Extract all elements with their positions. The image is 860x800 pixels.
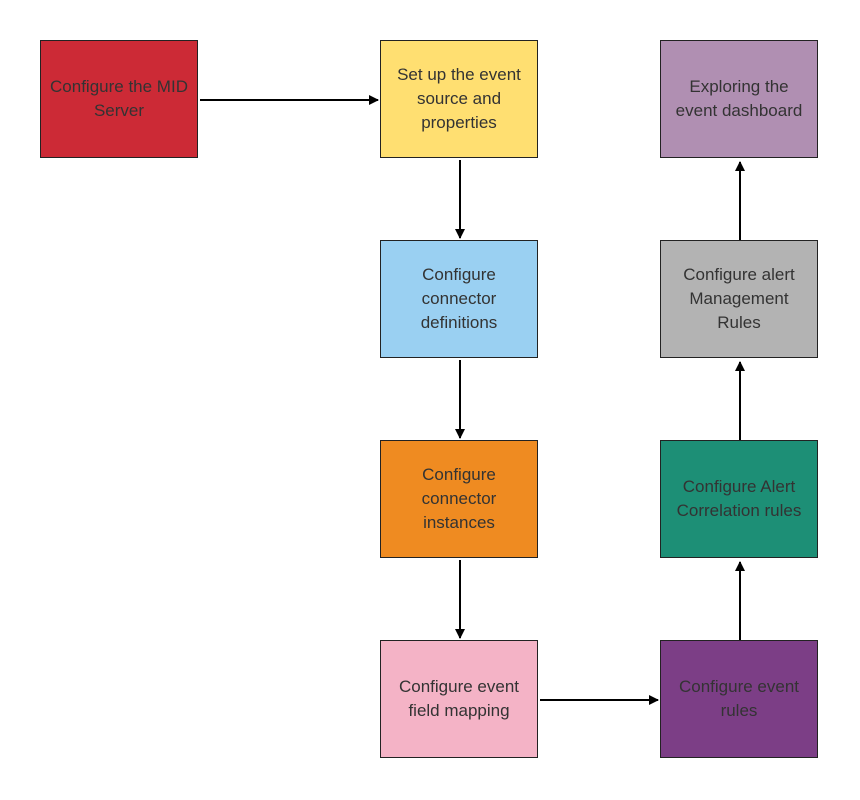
step-connector-instances: Configure connector instances [380,440,538,558]
step-label: Exploring the event dashboard [675,77,803,120]
step-label: Configure connector instances [421,465,497,532]
step-label: Configure event field mapping [398,677,520,720]
step-alert-correlation-rules: Configure Alert Correlation rules [660,440,818,558]
step-label: Configure event rules [678,677,800,720]
step-event-field-mapping: Configure event field mapping [380,640,538,758]
step-label: Set up the event source and properties [397,65,521,132]
step-event-rules: Configure event rules [660,640,818,758]
step-connector-definitions: Configure connector definitions [380,240,538,358]
step-label: Configure Alert Correlation rules [676,477,802,520]
step-label: Configure connector definitions [420,265,498,332]
step-configure-mid-server: Configure the MID Server [40,40,198,158]
step-event-source: Set up the event source and properties [380,40,538,158]
step-label: Configure the MID Server [50,77,188,120]
step-event-dashboard: Exploring the event dashboard [660,40,818,158]
step-label: Configure alert Management Rules [683,265,795,332]
step-alert-management-rules: Configure alert Management Rules [660,240,818,358]
